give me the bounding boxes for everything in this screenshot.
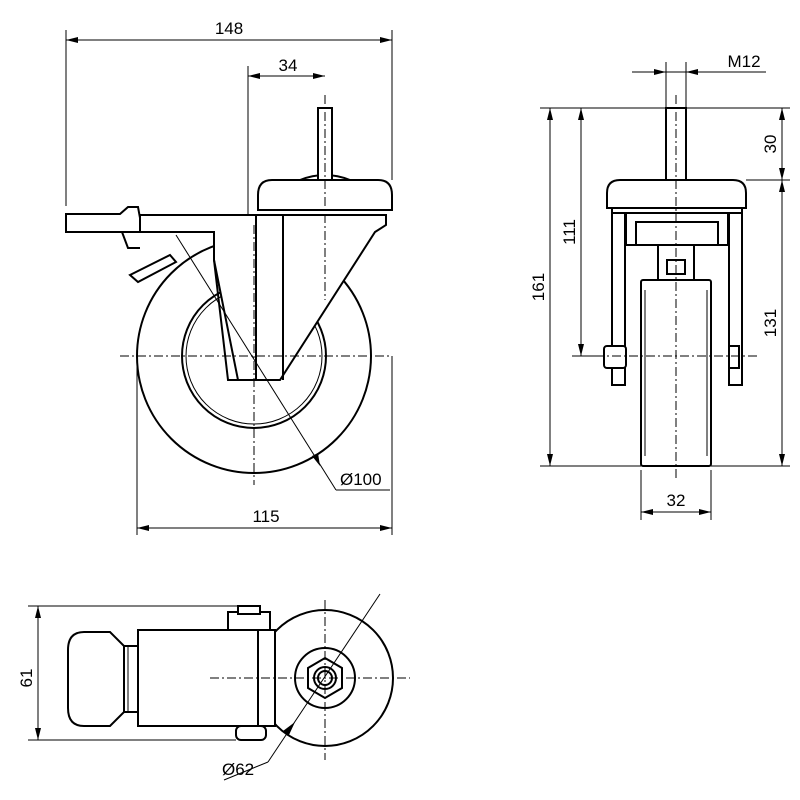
dim-wheel-width: 32 [667, 491, 686, 510]
dim-base-length: 115 [252, 507, 279, 526]
side-view-dimensions: 148 34 Ø100 115 [65, 19, 393, 535]
dim-lever-height: 111 [560, 219, 579, 245]
dim-stem-offset: 34 [279, 56, 298, 75]
dim-height-below-plate: 131 [761, 309, 780, 337]
top-view-dimensions: 61 Ø62 [17, 605, 295, 781]
fork-body [139, 214, 387, 381]
dim-total-height: 161 [529, 273, 548, 301]
dim-stem-length: 30 [761, 135, 780, 154]
front-view-dimensions: M12 30 131 161 111 32 [529, 52, 790, 520]
front-view [595, 95, 760, 480]
top-lever [67, 631, 139, 727]
top-view [67, 593, 410, 763]
dim-stem-thread: M12 [727, 52, 760, 71]
swivel-plate [257, 179, 393, 211]
dim-wheel-diameter: Ø100 [340, 470, 382, 489]
dim-overall-length: 148 [215, 19, 243, 38]
brake-lever [65, 206, 141, 233]
dim-hub-diameter: Ø62 [222, 760, 254, 779]
dim-top-view-width: 61 [17, 669, 36, 688]
side-view [65, 95, 393, 491]
